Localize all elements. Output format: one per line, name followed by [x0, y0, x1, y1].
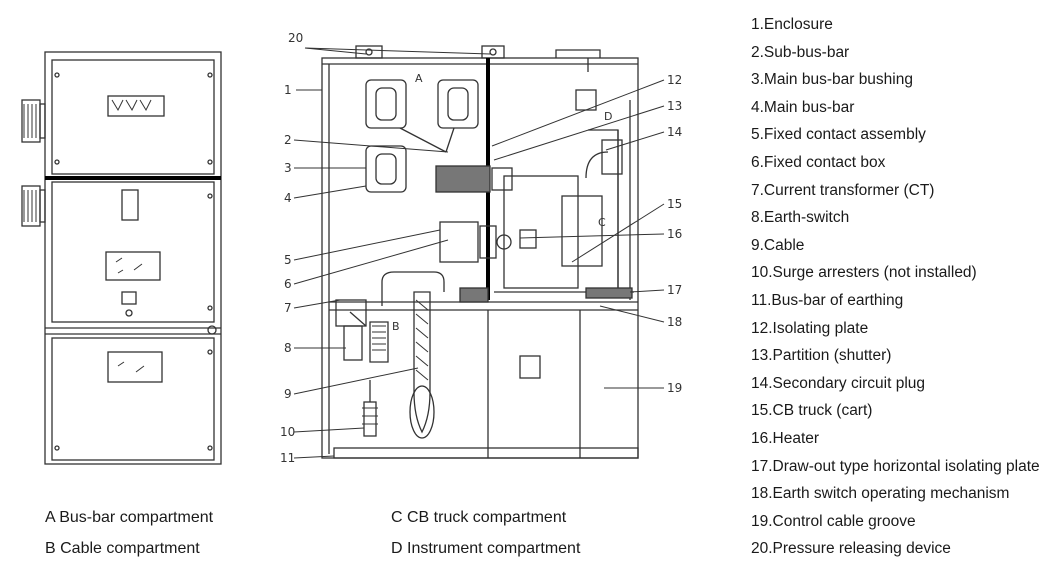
callout-5: 5 — [284, 253, 292, 267]
callout-numbers: 20 1 2 3 4 5 6 7 8 9 10 11 12 13 14 15 1… — [280, 31, 682, 465]
compartment-caption-d: D Instrument compartment — [391, 540, 581, 557]
callout-lines — [293, 47, 665, 459]
legend-item: 4.Main bus-bar — [751, 98, 855, 116]
legend-item: 18.Earth switch operating mechanism — [751, 485, 1010, 503]
component-legend: 1.Enclosure 2.Sub-bus-bar 3.Main bus-bar… — [751, 14, 1040, 566]
front-view-cabinet — [21, 51, 222, 465]
callout-8: 8 — [284, 341, 292, 355]
callout-1: 1 — [284, 83, 292, 97]
callout-6: 6 — [284, 277, 292, 291]
callout-11: 11 — [280, 451, 295, 465]
compartment-letters: A B C D — [392, 72, 612, 333]
callout-17: 17 — [667, 283, 682, 297]
diagram-letter-d: D — [604, 110, 612, 123]
legend-item: 5.Fixed contact assembly — [751, 126, 926, 144]
compartment-caption-c: C CB truck compartment — [391, 509, 567, 526]
legend-item: 9.Cable — [751, 236, 805, 254]
callout-15: 15 — [667, 197, 682, 211]
legend-item: 2.Sub-bus-bar — [751, 43, 850, 61]
legend-item: 15.CB truck (cart) — [751, 402, 873, 420]
compartment-caption-a: A Bus-bar compartment — [45, 509, 214, 526]
callout-10: 10 — [280, 425, 295, 439]
diagram-letter-a: A — [415, 72, 423, 85]
legend-item: 3.Main bus-bar bushing — [751, 71, 913, 89]
legend-item: 1.Enclosure — [751, 16, 833, 33]
legend-item: 13.Partition (shutter) — [751, 347, 892, 365]
callout-2: 2 — [284, 133, 292, 147]
legend-item: 14.Secondary circuit plug — [751, 374, 926, 392]
legend-item: 12.Isolating plate — [751, 319, 869, 337]
legend-item: 16.Heater — [751, 429, 820, 447]
section-view — [321, 45, 639, 459]
diagram-letter-b: B — [392, 320, 400, 333]
legend-item: 7.Current transformer (CT) — [751, 181, 935, 199]
callout-16: 16 — [667, 227, 682, 241]
legend-item: 17.Draw-out type horizontal isolating pl… — [751, 457, 1040, 475]
callout-13: 13 — [667, 99, 682, 113]
diagram-letter-c: C — [598, 216, 606, 229]
callout-9: 9 — [284, 387, 292, 401]
callout-12: 12 — [667, 73, 682, 87]
callout-7: 7 — [284, 301, 292, 315]
callout-14: 14 — [667, 125, 682, 139]
compartment-caption-b: B Cable compartment — [45, 540, 200, 557]
callout-19: 19 — [667, 381, 682, 395]
legend-item: 10.Surge arresters (not installed) — [751, 264, 977, 282]
legend-item: 8.Earth-switch — [751, 209, 850, 227]
legend-item: 20.Pressure releasing device — [751, 540, 951, 558]
legend-item: 6.Fixed contact box — [751, 153, 886, 171]
callout-3: 3 — [284, 161, 292, 175]
callout-20: 20 — [288, 31, 303, 45]
callout-4: 4 — [284, 191, 292, 205]
legend-item: 11.Bus-bar of earthing — [751, 291, 904, 309]
callout-18: 18 — [667, 315, 682, 329]
legend-item: 19.Control cable groove — [751, 512, 916, 530]
